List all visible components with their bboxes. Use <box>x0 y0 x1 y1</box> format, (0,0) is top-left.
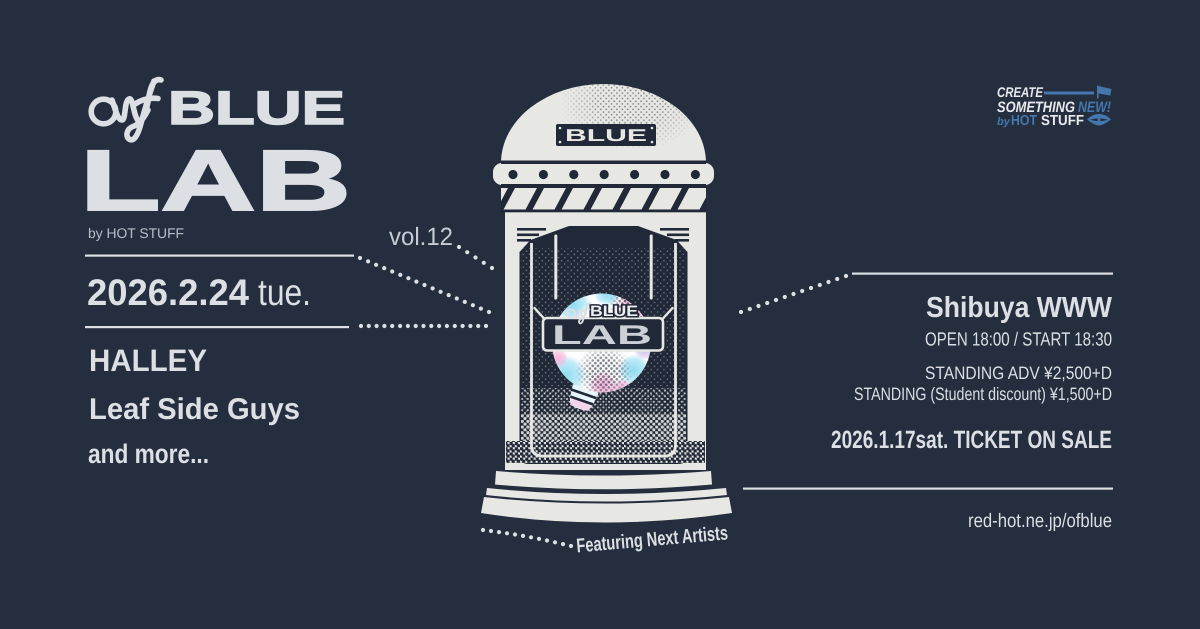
svg-text:BLUE: BLUE <box>565 126 647 145</box>
svg-text:LAB: LAB <box>552 320 652 350</box>
svg-text:Shibuya WWW: Shibuya WWW <box>926 292 1113 324</box>
svg-text:BLUE: BLUE <box>590 303 638 320</box>
svg-text:Featuring Next Artists: Featuring Next Artists <box>576 522 729 557</box>
svg-text:vol.12: vol.12 <box>389 223 453 251</box>
svg-text:NEW!: NEW! <box>1078 99 1111 116</box>
svg-text:by: by <box>997 116 1011 128</box>
svg-text:STANDING (Student discount) ¥: STANDING (Student discount) ¥1,500+D <box>854 384 1112 404</box>
svg-text:CREATE: CREATE <box>997 84 1044 100</box>
svg-text:2026.1.17sat. TICKET ON SALE: 2026.1.17sat. TICKET ON SALE <box>831 426 1112 454</box>
svg-text:BLUE: BLUE <box>168 81 345 134</box>
svg-text:HOT: HOT <box>1011 113 1037 129</box>
svg-text:OPEN 18:00 / START 18:30: OPEN 18:00 / START 18:30 <box>925 330 1112 351</box>
svg-text:red-hot.ne.jp/ofblue: red-hot.ne.jp/ofblue <box>968 510 1112 532</box>
svg-text:by HOT STUFF: by HOT STUFF <box>88 225 184 241</box>
svg-text:Leaf Side Guys: Leaf Side Guys <box>89 393 300 426</box>
svg-text:LAB: LAB <box>80 133 351 229</box>
svg-text:and more...: and more... <box>88 439 209 469</box>
svg-text:STANDING ADV ¥2,500+D: STANDING ADV ¥2,500+D <box>925 363 1112 383</box>
svg-text:HALLEY: HALLEY <box>89 343 207 378</box>
svg-text:STUFF: STUFF <box>1041 113 1084 129</box>
svg-text:SOMETHING: SOMETHING <box>997 99 1075 116</box>
